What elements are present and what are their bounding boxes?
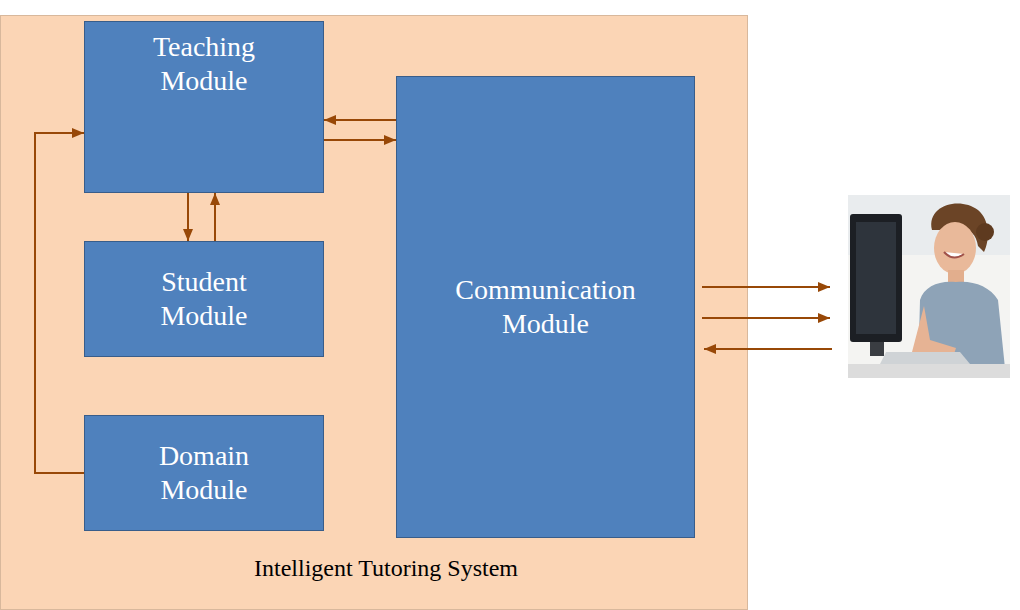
module-box: Student Module bbox=[84, 241, 324, 357]
arm bbox=[912, 306, 956, 360]
face bbox=[934, 222, 976, 274]
output-arrow bbox=[702, 286, 830, 288]
output-arrow bbox=[702, 317, 830, 319]
blouse bbox=[918, 282, 1006, 378]
module-box: Domain Module bbox=[84, 415, 324, 531]
module-label: Student Module bbox=[119, 265, 289, 332]
module-label: Domain Module bbox=[119, 439, 289, 506]
connector-arrow bbox=[214, 193, 216, 241]
system-caption: Intelligent Tutoring System bbox=[254, 554, 518, 583]
hair bbox=[931, 203, 988, 252]
user-illustration bbox=[848, 195, 1010, 378]
module-box: Communication Module bbox=[396, 76, 695, 538]
module-label: Teaching Module bbox=[119, 30, 289, 97]
smile bbox=[944, 252, 964, 258]
neck bbox=[948, 270, 964, 286]
input-arrow bbox=[704, 348, 832, 350]
monitor bbox=[850, 214, 902, 342]
connector-arrow bbox=[187, 193, 189, 241]
photo-wall bbox=[848, 195, 1010, 255]
photo-ground bbox=[848, 195, 1010, 378]
module-box: Teaching Module bbox=[84, 21, 324, 193]
monitor-stand bbox=[870, 342, 884, 356]
connector-arrow bbox=[324, 119, 396, 121]
connector-arrow bbox=[324, 139, 396, 141]
connector-arrow bbox=[35, 133, 84, 473]
module-label: Communication Module bbox=[446, 273, 646, 340]
desk bbox=[848, 364, 1010, 378]
monitor-side bbox=[856, 222, 896, 334]
system-panel: Intelligent Tutoring System Teaching Modu… bbox=[0, 15, 748, 610]
keyboard bbox=[880, 352, 970, 364]
hair-bun bbox=[976, 223, 994, 241]
